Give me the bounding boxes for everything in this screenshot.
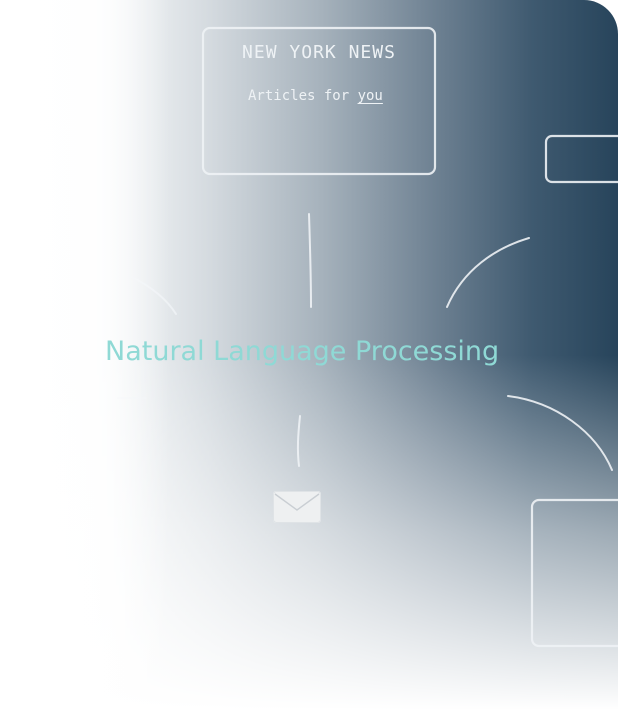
news-box-frame: [201, 26, 437, 176]
news-box-subtitle-emphasis: you: [357, 88, 383, 104]
news-box-subtitle: Articles for you: [248, 88, 383, 104]
connector-top: [308, 213, 312, 308]
connector-upper-left: [129, 275, 177, 315]
news-box-subtitle-prefix: Articles for: [248, 88, 358, 104]
envelope-flap: [273, 491, 321, 523]
connector-lower-right: [507, 395, 613, 471]
envelope-icon: [273, 491, 321, 523]
connector-upper-right: [446, 237, 530, 308]
right-bottom-box: [530, 498, 618, 648]
connector-bottom: [296, 415, 301, 467]
headline-text: Natural Language Processing: [105, 336, 500, 367]
right-top-box: [544, 134, 618, 184]
news-box-title: NEW YORK NEWS: [242, 42, 396, 63]
